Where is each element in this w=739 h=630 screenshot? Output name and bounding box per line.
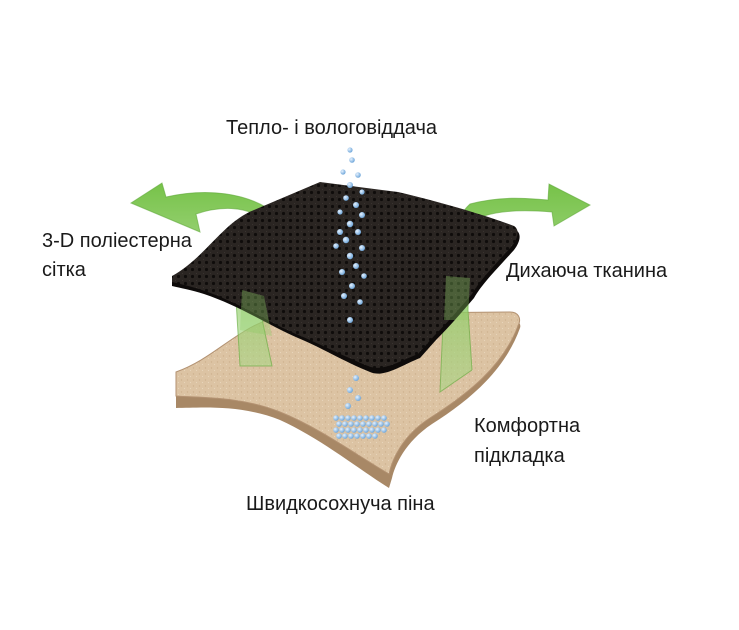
water-droplet-icon <box>355 229 361 235</box>
water-droplet-icon <box>333 243 339 249</box>
label-quick-dry-foam: Швидкосохнуча піна <box>246 493 435 515</box>
water-droplet-icon <box>354 433 360 439</box>
water-droplet-icon <box>347 147 353 153</box>
water-droplet-icon <box>339 269 345 275</box>
water-droplet-icon <box>369 415 375 421</box>
water-droplet-icon <box>357 299 363 305</box>
water-droplet-icon <box>366 421 372 427</box>
water-droplet-icon <box>346 252 354 260</box>
water-droplet-icon <box>355 395 361 401</box>
water-droplet-icon <box>353 375 359 381</box>
water-droplet-icon <box>347 317 353 323</box>
water-droplet-icon <box>336 433 342 439</box>
water-droplet-icon <box>360 421 366 427</box>
water-droplet-icon <box>339 427 345 433</box>
water-droplet-icon <box>339 415 345 421</box>
water-droplet-icon <box>337 209 343 215</box>
water-droplet-icon <box>381 415 387 421</box>
water-droplet-icon <box>354 421 360 427</box>
water-droplet-icon <box>381 427 387 433</box>
water-droplet-icon <box>333 147 390 439</box>
water-droplet-icon <box>360 433 366 439</box>
water-droplet-icon <box>349 283 355 289</box>
water-droplet-icon <box>348 433 354 439</box>
water-droplet-icon <box>333 427 339 433</box>
label-3d-polyester-mesh-line2: сітка <box>42 259 86 281</box>
water-droplet-icon <box>357 427 363 433</box>
water-droplet-icon <box>342 421 348 427</box>
water-droplet-icon <box>372 421 378 427</box>
water-droplet-icon <box>366 433 372 439</box>
water-droplet-icon <box>363 415 369 421</box>
water-droplet-icon <box>342 433 348 439</box>
water-droplet-icon <box>341 293 347 299</box>
right-arrow-overlay <box>444 276 470 320</box>
water-droplet-icon <box>357 415 363 421</box>
water-droplet-icon <box>337 229 343 235</box>
water-droplet-icon <box>348 421 354 427</box>
water-droplet-icon <box>342 236 350 244</box>
label-comfort-lining-line1: Комфортна <box>474 415 581 437</box>
water-droplet-icon <box>349 157 355 163</box>
water-droplet-icon <box>336 421 342 427</box>
water-droplet-icon <box>375 415 381 421</box>
water-droplet-icon <box>359 189 365 195</box>
water-droplet-icon <box>345 415 351 421</box>
water-droplet-icon <box>345 403 351 409</box>
water-droplet-icon <box>351 427 357 433</box>
water-droplet-icon <box>353 202 359 208</box>
water-droplet-icon <box>346 220 354 228</box>
water-droplet-icon <box>372 433 378 439</box>
mesh-fabric-layer <box>172 182 520 374</box>
water-droplet-icon <box>361 273 367 279</box>
water-droplet-icon <box>347 182 353 188</box>
water-droplet-icon <box>359 212 365 218</box>
water-droplet-icon <box>384 421 390 427</box>
water-droplet-icon <box>347 387 353 393</box>
water-droplet-icon <box>375 427 381 433</box>
water-droplet-icon <box>359 245 365 251</box>
label-breathable-fabric: Дихаюча тканина <box>506 260 668 282</box>
water-droplet-icon <box>355 172 361 178</box>
water-droplet-icon <box>369 427 375 433</box>
water-droplet-icon <box>353 263 359 269</box>
water-droplet-icon <box>363 427 369 433</box>
label-3d-polyester-mesh-line1: 3-D поліестерна <box>42 230 192 252</box>
water-droplet-icon <box>340 169 346 175</box>
water-droplet-icon <box>351 415 357 421</box>
water-droplet-icon <box>378 421 384 427</box>
left-arrow-overlay <box>240 290 272 336</box>
water-droplet-icon <box>345 427 351 433</box>
label-heat-moisture-transfer: Тепло- і вологовіддача <box>226 117 437 139</box>
label-comfort-lining-line2: підкладка <box>474 445 565 467</box>
water-droplet-icon <box>343 195 349 201</box>
water-droplet-icon <box>333 415 339 421</box>
